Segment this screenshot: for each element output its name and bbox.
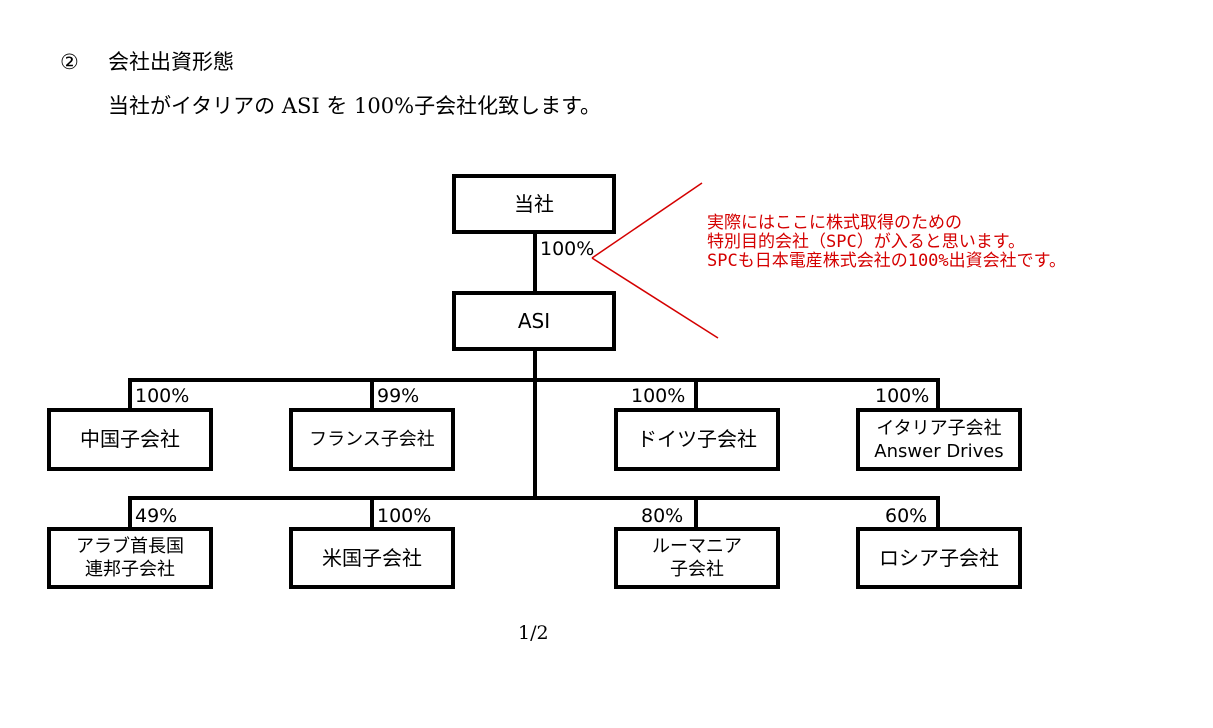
section-number: ②: [60, 50, 79, 74]
annotation-line-1: 実際にはここに株式取得のための: [707, 213, 962, 233]
asi-box: ASI: [452, 291, 616, 351]
annotation-line-3: SPCも日本電産株式会社の100%出資会社です。: [707, 251, 1066, 271]
annotation-line-2: 特別目的会社（SPC）が入ると思います。: [707, 232, 1026, 252]
subsidiary-name: フランス子会社: [309, 429, 435, 450]
subsidiary-box-uae: アラブ首長国 連邦子会社: [47, 527, 213, 589]
subsidiary-box-france: フランス子会社: [289, 408, 455, 471]
callout-line-upper: [591, 182, 703, 259]
row2-pct-1: 49%: [135, 505, 178, 527]
section-title: 会社出資形態: [108, 50, 234, 74]
section-heading: ② 会社出資形態: [60, 46, 234, 76]
subsidiary-box-germany: ドイツ子会社: [614, 408, 780, 471]
subsidiary-box-russia: ロシア子会社: [856, 527, 1022, 589]
subsidiary-box-usa: 米国子会社: [289, 527, 455, 589]
subsidiary-name-line1: アラブ首長国: [76, 536, 184, 557]
row1-pct-1: 100%: [135, 385, 190, 407]
row1-pct-2: 99%: [377, 385, 420, 407]
subsidiary-name: 中国子会社: [80, 427, 180, 451]
top-company-ownership-pct: 100%: [540, 238, 595, 260]
row2-pct-2: 100%: [377, 505, 432, 527]
top-company-box: 当社: [452, 174, 616, 234]
callout-line-lower: [591, 257, 719, 339]
subsidiary-name-line1: ルーマニア: [652, 536, 742, 557]
page-number: 1/2: [518, 622, 549, 644]
row1-pct-4: 100%: [875, 385, 930, 407]
subsidiary-name: 米国子会社: [322, 545, 422, 570]
top-company-name: 当社: [514, 191, 554, 216]
row2-pct-3: 80%: [641, 505, 684, 527]
subsidiary-box-china: 中国子会社: [47, 408, 213, 471]
section-description: 当社がイタリアの ASI を 100%子会社化致します。: [108, 94, 601, 118]
subsidiary-name-line2: 子会社: [670, 559, 724, 580]
row1-pct-3: 100%: [631, 385, 686, 407]
subsidiary-name-line2: Answer Drives: [874, 440, 1004, 462]
asi-name: ASI: [517, 308, 551, 333]
subsidiary-box-italy: イタリア子会社 Answer Drives: [856, 408, 1022, 471]
row2-pct-4: 60%: [885, 505, 928, 527]
subsidiary-name: ロシア子会社: [879, 545, 999, 570]
subsidiary-name-line1: イタリア子会社: [876, 417, 1002, 439]
subsidiary-name: ドイツ子会社: [637, 427, 757, 451]
subsidiary-box-romania: ルーマニア 子会社: [614, 527, 780, 589]
subsidiary-name-line2: 連邦子会社: [85, 559, 175, 580]
spc-annotation: 実際にはここに株式取得のための 特別目的会社（SPC）が入ると思います。 SPC…: [707, 214, 1066, 271]
